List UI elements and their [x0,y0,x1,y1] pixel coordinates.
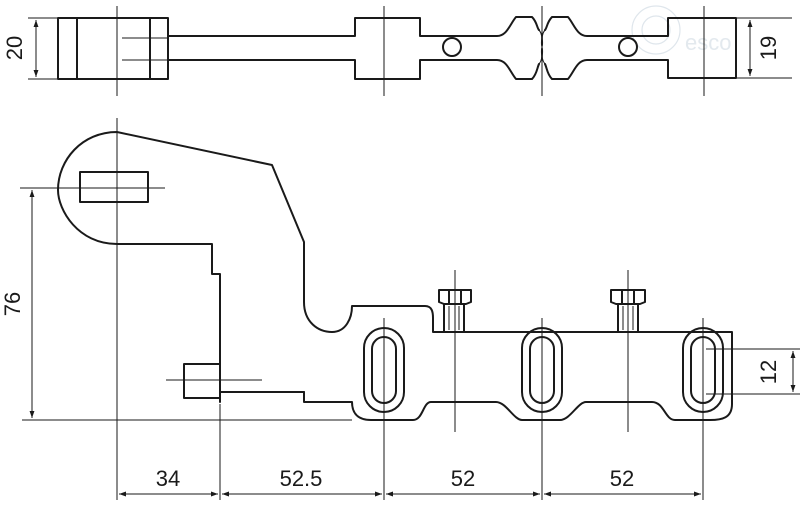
dim-span-4: 52 [610,466,634,491]
front-view: 76 12 34 52.5 52 52 [0,118,800,500]
dim-overall-height: 76 [0,292,25,316]
bolt-left [438,289,472,333]
dim-span-3: 52 [451,466,475,491]
hook-slot [79,171,149,203]
dim-top-height: 20 [2,36,27,60]
side-pin [183,363,221,399]
top-view-hole-left [442,37,462,57]
top-view-bar [167,16,540,80]
watermark: esco [631,5,731,55]
top-view-left-block [57,17,169,80]
dim-slot-height: 12 [756,360,781,384]
watermark-text: esco [685,30,731,55]
dim-span-2: 52.5 [280,466,323,491]
dim-top-right-height: 19 [756,36,781,60]
dim-span-1: 34 [156,466,180,491]
top-view-hole-right [618,37,638,57]
bracket-outline [57,131,733,421]
top-view: 20 19 [2,6,792,96]
